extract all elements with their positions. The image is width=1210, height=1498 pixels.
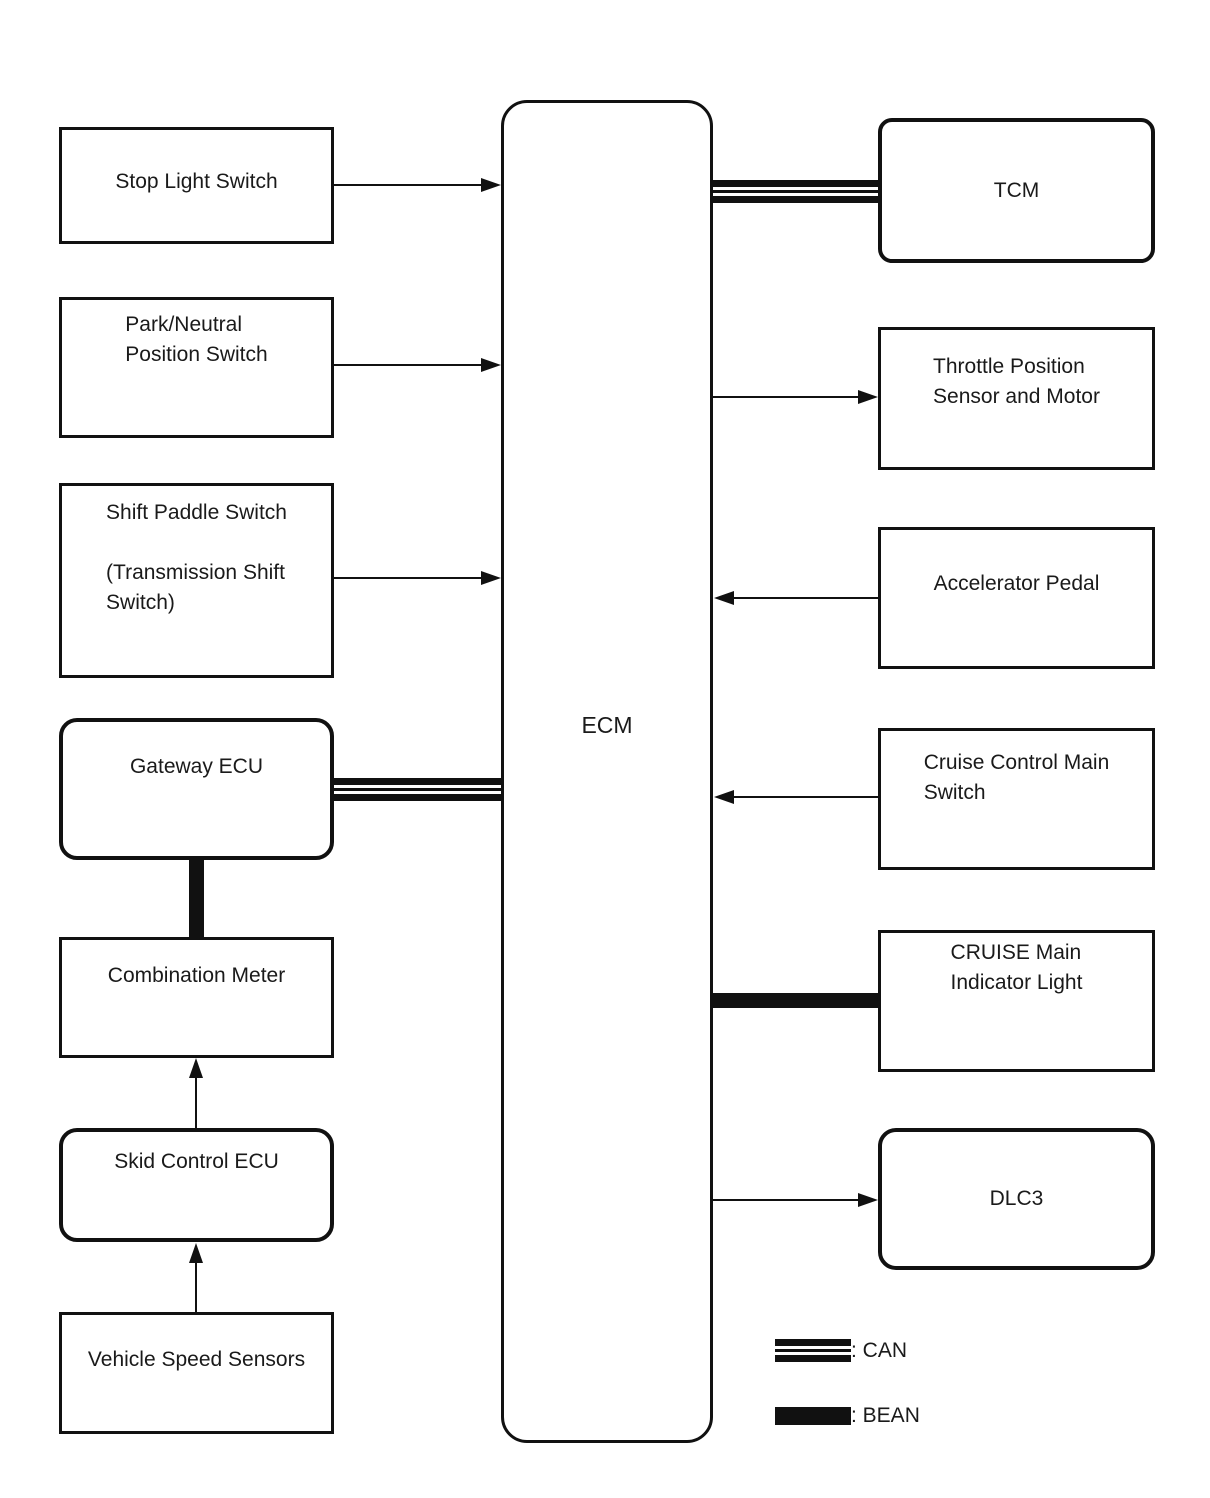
box-throttle-position-sensor-and-motor-label: Throttle Position Sensor and Motor bbox=[933, 355, 1100, 408]
legend-can-label: : CAN bbox=[851, 1339, 908, 1362]
box-tcm: TCM bbox=[878, 118, 1155, 263]
box-dlc3-label: DLC3 bbox=[989, 1187, 1044, 1210]
box-cruise-control-main-switch: Cruise Control Main Switch bbox=[878, 728, 1155, 870]
box-ecm-label: ECM bbox=[581, 712, 633, 738]
box-park-neutral-position-switch-label: Park/Neutral Position Switch bbox=[125, 312, 268, 366]
arrow-line bbox=[713, 396, 858, 398]
arrow-line bbox=[195, 1076, 197, 1128]
arrowhead-right-icon bbox=[858, 390, 878, 404]
arrow-line bbox=[334, 184, 481, 186]
arrowhead-up-icon bbox=[189, 1243, 203, 1263]
legend-bean-symbol-icon bbox=[775, 1407, 851, 1425]
arrow-line bbox=[733, 597, 878, 599]
box-vehicle-speed-sensors-label: Vehicle Speed Sensors bbox=[87, 1348, 306, 1371]
box-stop-light-switch-label: Stop Light Switch bbox=[115, 169, 278, 193]
can-link-gateway-ecu-to-ecm bbox=[334, 778, 501, 801]
arrow-line bbox=[713, 1199, 858, 1201]
arrowhead-right-icon bbox=[858, 1193, 878, 1207]
box-skid-control-ecu: Skid Control ECU bbox=[59, 1128, 334, 1242]
arrowhead-right-icon bbox=[481, 571, 501, 585]
arrow-line bbox=[334, 364, 481, 366]
arrowhead-left-icon bbox=[714, 591, 734, 605]
box-skid-control-ecu-label: Skid Control ECU bbox=[114, 1150, 279, 1173]
box-combination-meter-label: Combination Meter bbox=[107, 964, 286, 987]
box-throttle-position-sensor-and-motor: Throttle Position Sensor and Motor bbox=[878, 327, 1155, 470]
arrowhead-up-icon bbox=[189, 1058, 203, 1078]
can-link-ecm-to-tcm bbox=[713, 180, 878, 203]
box-gateway-ecu-label: Gateway ECU bbox=[129, 755, 264, 778]
legend-bean-label: : BEAN bbox=[851, 1404, 920, 1427]
legend-can-symbol-icon bbox=[775, 1339, 851, 1362]
box-park-neutral-position-switch: Park/Neutral Position Switch bbox=[59, 297, 334, 438]
box-cruise-control-main-switch-label: Cruise Control Main Switch bbox=[923, 751, 1110, 804]
box-dlc3: DLC3 bbox=[878, 1128, 1155, 1270]
box-cruise-main-indicator-light: CRUISE Main Indicator Light bbox=[878, 930, 1155, 1072]
box-shift-paddle-switch: Shift Paddle Switch (Transmission Shift … bbox=[59, 483, 334, 678]
arrow-line bbox=[195, 1260, 197, 1312]
box-combination-meter: Combination Meter bbox=[59, 937, 334, 1058]
box-ecm: ECM bbox=[501, 100, 713, 1443]
box-stop-light-switch: Stop Light Switch bbox=[59, 127, 334, 244]
bean-link-ecm-to-cruise-main-indicator-light bbox=[713, 993, 878, 1008]
box-tcm-label: TCM bbox=[993, 178, 1040, 202]
arrow-line bbox=[733, 796, 878, 798]
box-vehicle-speed-sensors: Vehicle Speed Sensors bbox=[59, 1312, 334, 1434]
arrowhead-right-icon bbox=[481, 178, 501, 192]
arrowhead-right-icon bbox=[481, 358, 501, 372]
box-accelerator-pedal-label: Accelerator Pedal bbox=[933, 572, 1100, 595]
bean-link-gateway-ecu-to-combination-meter bbox=[189, 858, 204, 938]
arrowhead-left-icon bbox=[714, 790, 734, 804]
arrow-line bbox=[334, 577, 481, 579]
box-cruise-main-indicator-light-label: CRUISE Main Indicator Light bbox=[950, 941, 1083, 994]
box-accelerator-pedal: Accelerator Pedal bbox=[878, 527, 1155, 669]
box-shift-paddle-switch-label: Shift Paddle Switch (Transmission Shift … bbox=[106, 501, 287, 614]
box-gateway-ecu: Gateway ECU bbox=[59, 718, 334, 860]
